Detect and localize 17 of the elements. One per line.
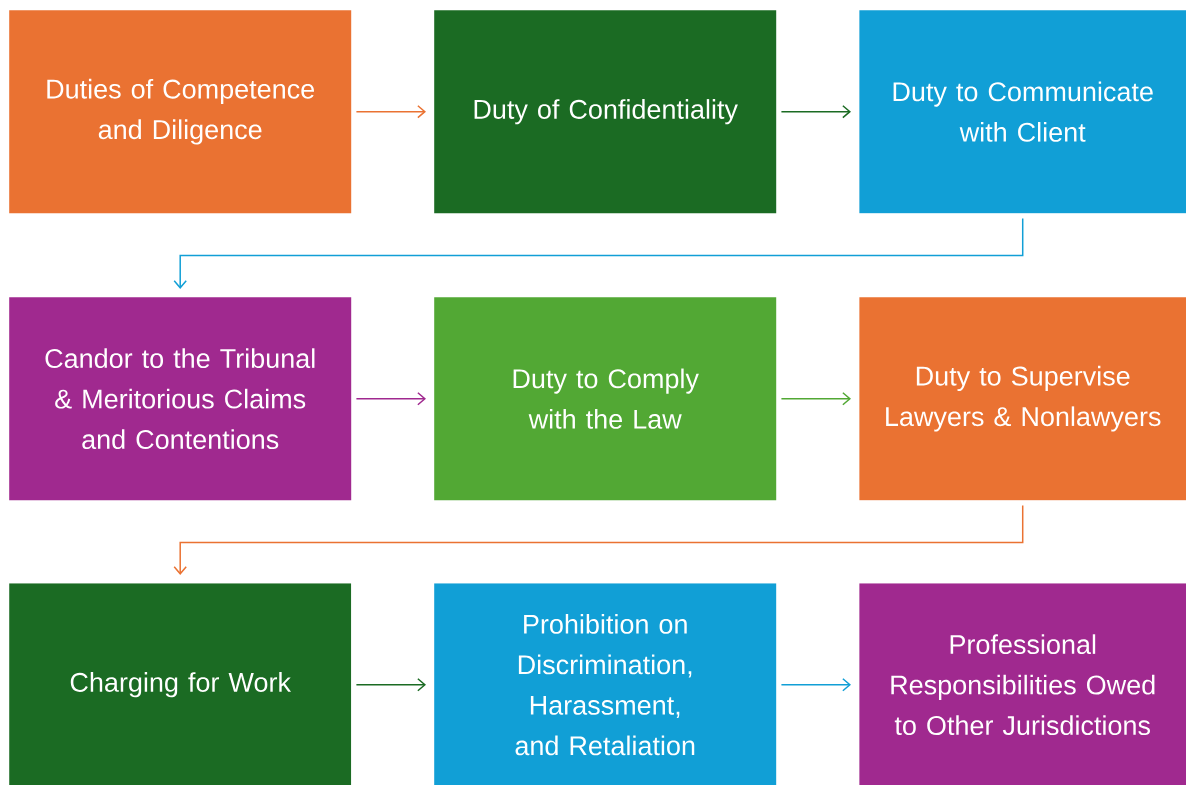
process-box: Duty of Confidentiality (434, 10, 777, 214)
process-box: Duty to Comply with the Law (434, 297, 777, 501)
arrow (780, 391, 851, 406)
process-box: Prohibition on Discrimination, Harassment, and Retaliation (434, 583, 777, 785)
arrow (355, 677, 426, 692)
arrow (355, 104, 426, 119)
arrow (355, 391, 426, 406)
process-box: Professional Responsibilities Owed to Other Jurisdictions (859, 583, 1186, 785)
process-box: Duties of Competence and Diligence (9, 10, 352, 214)
process-box: Duty to Supervise Lawyers & Nonlawyers (859, 297, 1186, 501)
arrow (780, 104, 851, 119)
process-box: Charging for Work (9, 583, 352, 785)
process-box: Duty to Communicate with Client (859, 10, 1186, 214)
arrow (173, 504, 1024, 575)
arrow (780, 677, 851, 692)
process-box: Candor to the Tribunal & Meritorious Claims and Contentions (9, 297, 352, 501)
arrow (173, 217, 1024, 289)
